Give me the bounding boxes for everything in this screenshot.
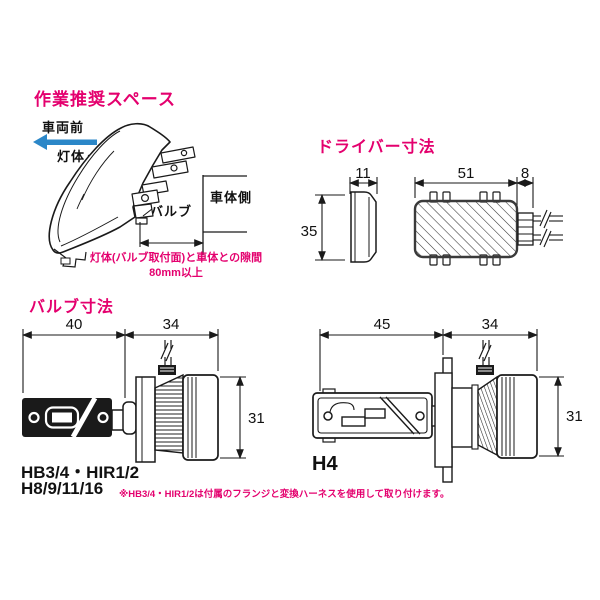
- gap-note-line1: 灯体(バルブ取付面)と車体との隙間: [89, 252, 263, 264]
- dim-bulb1-base: 40: [66, 316, 83, 333]
- driver-top-view: [413, 191, 563, 266]
- install-note: ※HB3/4・HIR1/2は付属のフランジと変換ハーネスを使用して取り付けます。: [119, 489, 450, 500]
- dim-bulb2-base: 45: [374, 316, 391, 333]
- dim-bulb2-head: 34: [482, 316, 499, 333]
- bulb2-led-head: [496, 374, 538, 459]
- bulb2-heatsink: [477, 375, 498, 457]
- body-side-bracket: [202, 175, 247, 255]
- headlamp-diagram: [33, 122, 247, 268]
- dim-bulb1-height: 31: [248, 410, 265, 427]
- bulb-socket: [133, 203, 154, 219]
- vehicle-front-label: 車両前: [42, 120, 85, 135]
- driver-side-view: [350, 191, 377, 263]
- bulb1-led-head: [182, 374, 219, 461]
- dim-bulb1-head: 34: [163, 316, 180, 333]
- driver-wires: [533, 209, 563, 248]
- bulb-types-line2: H8/9/11/16: [21, 479, 104, 498]
- mounting-tabs: [131, 146, 196, 225]
- workspace-section-title: 作業推奨スペース: [34, 90, 176, 109]
- bulb2-flange: [434, 357, 453, 483]
- bulb1-heatsink: [154, 373, 184, 454]
- bulb-left-diagram: 40 34 31: [21, 316, 265, 463]
- body-side-label: 車体側: [210, 190, 253, 205]
- gap-note-line2: 80mm以上: [149, 267, 203, 279]
- bulb-section-title: バルブ寸法: [29, 299, 115, 316]
- vehicle-front-arrow-icon: [33, 134, 97, 150]
- dim-driver-connector: 8: [521, 165, 529, 182]
- h4-type-label: H4: [312, 453, 338, 475]
- bulb-right-diagram: 45 34 31: [312, 316, 583, 483]
- bulb1-wire: [160, 340, 174, 370]
- dim-driver-height: 35: [301, 223, 318, 240]
- driver-diagram: 11 51 8 35: [301, 165, 563, 266]
- bulb-types-line1: HB3/4・HIR1/2: [21, 463, 140, 482]
- dim-driver-length: 51: [458, 165, 475, 182]
- dim-driver-side-width: 11: [355, 165, 371, 182]
- driver-section-title: ドライバー寸法: [317, 139, 436, 156]
- dim-bulb2-height: 31: [566, 408, 583, 425]
- bulb1-connector: [22, 396, 112, 439]
- bulb-callout-label: バルブ: [150, 204, 193, 219]
- lamp-body-label: 灯体: [57, 149, 86, 164]
- bulb2-connector: [312, 388, 444, 443]
- bulb1-flange: [135, 376, 156, 463]
